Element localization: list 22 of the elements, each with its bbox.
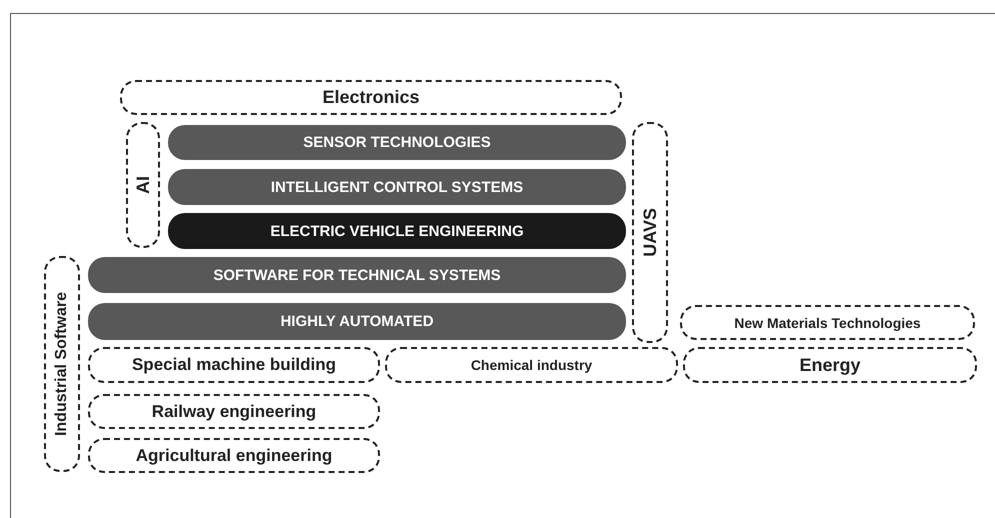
sector-label: Electronics bbox=[322, 87, 420, 108]
sector-label: Chemical industry bbox=[470, 357, 592, 373]
technology-bar bbox=[88, 303, 626, 340]
sector-label: New Materials Technologies bbox=[734, 314, 921, 330]
sector-label: HIGHLY AUTOMATED bbox=[280, 313, 434, 330]
sector-label: Industrial Software bbox=[53, 292, 71, 436]
sector-label: UAVS bbox=[640, 208, 660, 257]
sector-label: Agricultural engineering bbox=[136, 446, 332, 466]
sector-label: ELECTRIC VEHICLE ENGINEERING bbox=[270, 222, 524, 240]
technology-bar bbox=[168, 169, 626, 205]
sector-box bbox=[44, 256, 80, 472]
sector-label: Energy bbox=[799, 354, 861, 376]
technology-bar bbox=[88, 257, 626, 293]
sector-label: INTELLIGENT CONTROL SYSTEMS bbox=[270, 178, 524, 196]
technology-bar bbox=[168, 125, 626, 160]
sector-label: Railway engineering bbox=[152, 402, 316, 422]
technology-bar bbox=[168, 213, 626, 249]
sector-label: SOFTWARE FOR TECHNICAL SYSTEMS bbox=[213, 266, 501, 284]
sector-label: SENSOR TECHNOLOGIES bbox=[303, 134, 491, 151]
sector-box bbox=[632, 122, 668, 343]
sector-label: Special machine building bbox=[132, 355, 336, 375]
sector-label: AI bbox=[132, 176, 154, 194]
